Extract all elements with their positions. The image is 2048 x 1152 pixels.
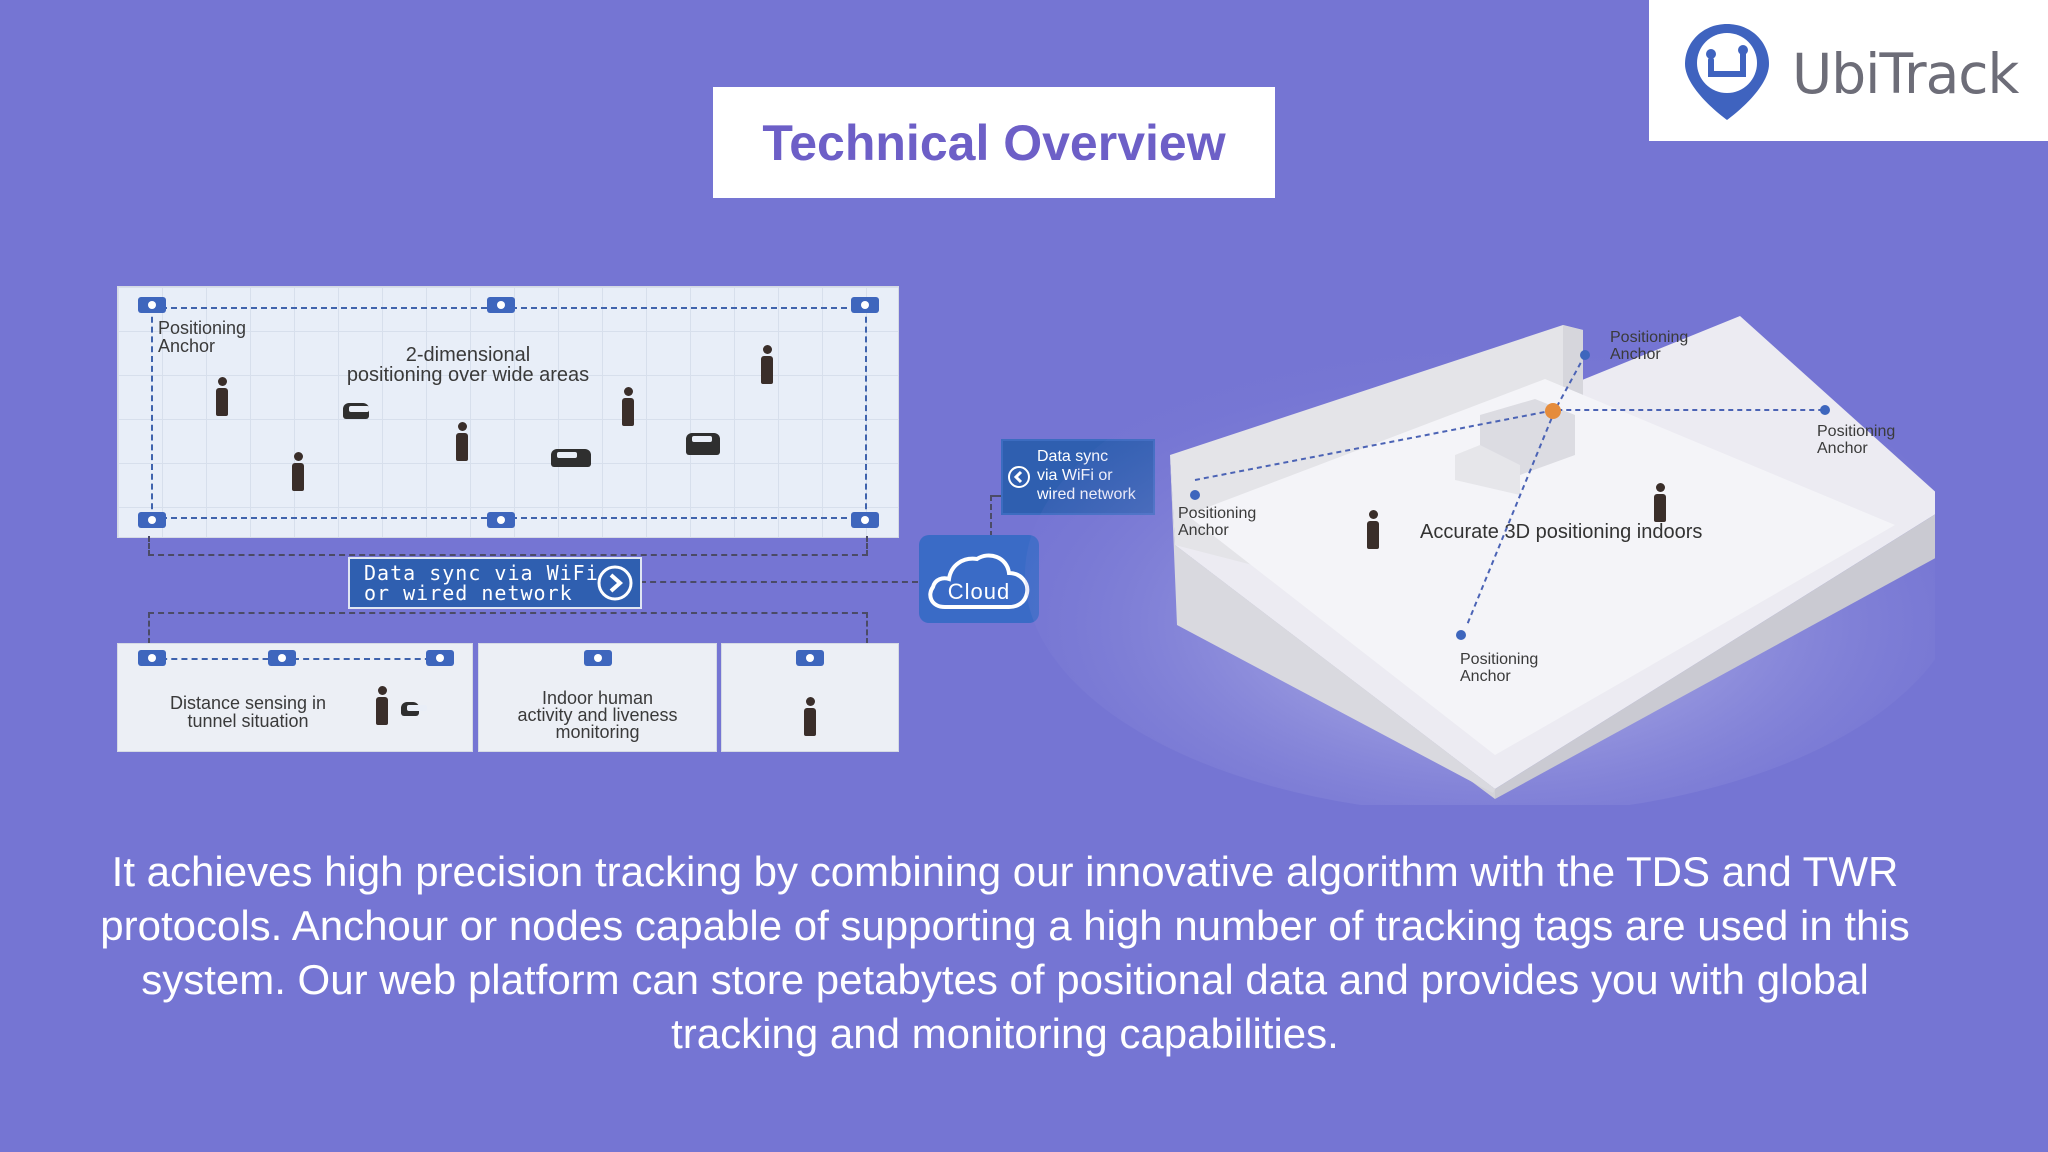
- logo-text: UbiTrack: [1792, 42, 2019, 106]
- room-illustration: [1025, 316, 1965, 815]
- 2d-positioning-panel: Positioning Anchor 2-dimensional positio…: [117, 286, 899, 538]
- anchor-boundary: [151, 307, 867, 519]
- person-icon: [622, 387, 634, 427]
- anchor-icon: [138, 297, 166, 313]
- liveness-panel: Indoor human activity and liveness monit…: [478, 643, 717, 752]
- anchor-icon: [138, 650, 166, 666]
- sync-left-label: Data sync via WiFi or wired network: [364, 561, 599, 605]
- person-icon: [376, 686, 388, 726]
- anchor-icon: [138, 512, 166, 528]
- person-icon: [456, 422, 468, 462]
- connector-line: [148, 612, 868, 644]
- anchor-icon: [487, 512, 515, 528]
- anchor-icon: [851, 512, 879, 528]
- anchor-label: Positioning Anchor: [1460, 651, 1539, 685]
- arrow-right-icon: [597, 565, 633, 601]
- panel-label: Indoor human activity and liveness monit…: [517, 688, 678, 742]
- anchor-icon: [796, 650, 824, 666]
- person-icon: [1654, 483, 1666, 523]
- sync-box-left: Data sync via WiFi or wired network: [348, 557, 642, 609]
- anchor-label: Positioning Anchor: [1178, 505, 1257, 539]
- anchor-icon: [268, 650, 296, 666]
- anchor-label: Positioning Anchor: [158, 318, 247, 356]
- anchor-icon: [851, 297, 879, 313]
- anchor-label: Positioning Anchor: [1817, 423, 1896, 457]
- connector-line: [640, 581, 918, 583]
- anchor-label: Positioning Anchor: [1610, 329, 1689, 363]
- 2d-heading: 2-dimensional positioning over wide area…: [346, 344, 590, 386]
- title-box: Technical Overview: [713, 87, 1275, 198]
- panel-label: Distance sensing in tunnel situation: [169, 693, 327, 731]
- connector-line: [990, 495, 1002, 537]
- anchor-icon: [426, 650, 454, 666]
- anchor-icon: [487, 297, 515, 313]
- third-panel: [721, 643, 899, 752]
- cloud-label: Cloud: [947, 579, 1011, 604]
- person-icon: [1367, 510, 1379, 550]
- logo: UbiTrack: [1649, 0, 2048, 141]
- car-icon: [686, 433, 720, 455]
- car-icon: [551, 449, 591, 467]
- location-pin-icon: [1685, 24, 1769, 120]
- description-text: It achieves high precision tracking by c…: [100, 848, 1910, 1057]
- page-title: Technical Overview: [762, 114, 1226, 171]
- anchor-line: [151, 658, 441, 660]
- arrow-left-icon: [1008, 466, 1030, 488]
- room-caption: Accurate 3D positioning indoors: [1420, 521, 1703, 543]
- person-icon: [292, 452, 304, 492]
- person-icon: [804, 697, 816, 737]
- tunnel-panel: Distance sensing in tunnel situation: [117, 643, 473, 752]
- person-icon: [216, 377, 228, 417]
- car-icon: [401, 702, 427, 716]
- car-icon: [343, 403, 369, 419]
- anchor-icon: [584, 650, 612, 666]
- connector-line: [148, 536, 868, 556]
- 3d-room-diagram: Positioning Anchor Positioning Anchor Po…: [955, 315, 1965, 815]
- person-icon: [761, 345, 773, 385]
